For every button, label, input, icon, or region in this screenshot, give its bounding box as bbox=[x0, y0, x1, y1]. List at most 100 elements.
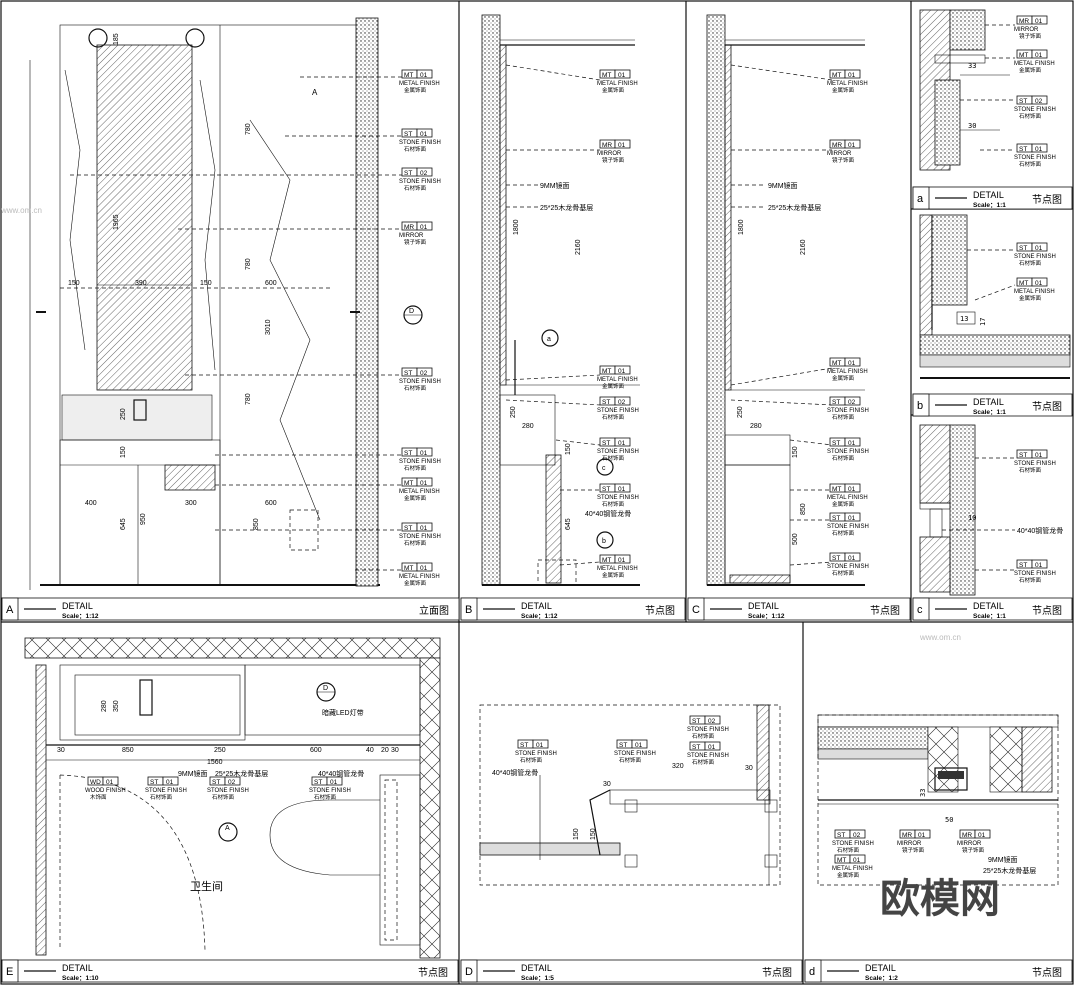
tag-en: STONE FINISH bbox=[1014, 107, 1056, 113]
tag-cn: 石材饰面 bbox=[404, 184, 427, 192]
tag-num: 01 bbox=[420, 450, 428, 457]
tag-num: 01 bbox=[1035, 245, 1043, 252]
tag-num: 01 bbox=[848, 440, 856, 447]
dim-B-150: 150 bbox=[565, 443, 572, 455]
tag-cn: 石材饰面 bbox=[619, 756, 642, 764]
watermark-brand: 欧模网 bbox=[880, 877, 1000, 921]
dim-A-600a: 600 bbox=[265, 280, 277, 287]
tag-num: 01 bbox=[848, 72, 856, 79]
tag-code: ST bbox=[404, 170, 412, 177]
title-id: C bbox=[692, 604, 700, 616]
title-scale: Scale：1:12 bbox=[62, 613, 99, 620]
room-label: 卫生间 bbox=[190, 879, 223, 893]
tag-en: METAL FINISH bbox=[399, 574, 440, 580]
tag-num: 01 bbox=[1035, 18, 1043, 25]
tag-num: 01 bbox=[635, 742, 643, 749]
svg-text:D: D bbox=[409, 308, 414, 315]
tag-num: 01 bbox=[853, 857, 861, 864]
dim-A-150b: 150 bbox=[200, 280, 212, 287]
tag-code: ST bbox=[1019, 562, 1027, 569]
tag-en: MIRROR bbox=[957, 841, 982, 847]
dim-E-350: 350 bbox=[113, 700, 120, 712]
title-name: 节点图 bbox=[1032, 605, 1062, 617]
tag-num: 01 bbox=[330, 779, 338, 786]
tag-en: STONE FINISH bbox=[515, 751, 557, 757]
tag-code: ST bbox=[212, 779, 220, 786]
tag-code: ST bbox=[619, 742, 627, 749]
dim-A-150a: 150 bbox=[68, 280, 80, 287]
dim-A-390: 390 bbox=[135, 280, 147, 287]
tag-code: WD bbox=[90, 779, 101, 786]
tag-cn: 木饰面 bbox=[90, 793, 107, 801]
dim-A-300: 300 bbox=[185, 500, 197, 507]
tag-en: MIRROR bbox=[897, 841, 922, 847]
callout-c-B: c bbox=[602, 465, 606, 472]
dim-E-600: 600 bbox=[310, 747, 322, 754]
dim-C-280: 280 bbox=[750, 423, 762, 430]
note-D-pipe40: 40*40钢管龙骨 bbox=[492, 768, 538, 777]
dim-B-645: 645 bbox=[565, 518, 572, 530]
note-C-pipe25: 25*25木龙骨基层 bbox=[768, 203, 821, 212]
tag-en: MIRROR bbox=[827, 151, 852, 157]
dim-E-30: 30 bbox=[57, 747, 65, 754]
tag-code: MT bbox=[832, 486, 841, 493]
tag-num: 01 bbox=[918, 832, 926, 839]
dim-A-600b: 600 bbox=[265, 500, 277, 507]
tag-en: MIRROR bbox=[399, 233, 424, 239]
dim-B-250: 250 bbox=[510, 406, 517, 418]
tag-en: STONE FINISH bbox=[832, 841, 874, 847]
title-detail: DETAIL bbox=[62, 601, 93, 611]
dim-C-1800: 1800 bbox=[738, 219, 745, 235]
tag-cn: 金属饰面 bbox=[602, 382, 625, 390]
title-detail: DETAIL bbox=[973, 601, 1004, 611]
panel-C-section: 1800 2160 280 250 150 850 500 9MM镜面 25*2… bbox=[706, 14, 865, 586]
tag-en: STONE FINISH bbox=[597, 495, 639, 501]
dim-b-17: 17 bbox=[979, 318, 987, 326]
tag-num: 01 bbox=[420, 565, 428, 572]
tag-en: WOOD FINISH bbox=[85, 788, 126, 794]
tag-code: ST bbox=[832, 515, 840, 522]
title-scale: Scale：1:5 bbox=[521, 975, 554, 982]
tag-en: METAL FINISH bbox=[827, 369, 868, 375]
tag-en: STONE FINISH bbox=[687, 753, 729, 759]
title-id: b bbox=[917, 400, 923, 412]
title-name: 节点图 bbox=[418, 967, 448, 979]
tag-en: METAL FINISH bbox=[597, 377, 638, 383]
tag-num: 02 bbox=[228, 779, 236, 786]
title-scale: Scale：1:1 bbox=[973, 409, 1006, 416]
dim-E-40: 40 bbox=[366, 747, 374, 754]
tag-en: STONE FINISH bbox=[614, 751, 656, 757]
dim-A-total: 3010 bbox=[265, 319, 272, 335]
tag-code: MR bbox=[832, 142, 842, 149]
dim-A-top: 185 bbox=[113, 33, 120, 45]
tag-cn: 石材饰面 bbox=[1019, 112, 1042, 120]
watermark-site: www.om.cn bbox=[0, 206, 42, 215]
tag-cn: 镜子饰面 bbox=[602, 156, 625, 164]
tag-code: MT bbox=[602, 72, 611, 79]
tag-en: STONE FINISH bbox=[399, 379, 441, 385]
tag-num: 01 bbox=[106, 779, 114, 786]
tag-code: MT bbox=[832, 72, 841, 79]
watermarks: www.om.cn www.om.cn 欧模网 bbox=[0, 206, 1000, 921]
title-scale: Scale：1:1 bbox=[973, 202, 1006, 209]
tag-cn: 石材饰面 bbox=[1019, 259, 1042, 267]
tag-en: STONE FINISH bbox=[827, 524, 869, 530]
dim-A-250: 250 bbox=[120, 408, 127, 420]
tag-num: 02 bbox=[853, 832, 861, 839]
note-B-pipe25: 25*25木龙骨基层 bbox=[540, 203, 593, 212]
tag-cn: 石材饰面 bbox=[692, 758, 715, 766]
dim-C-150: 150 bbox=[792, 446, 799, 458]
title-name: 节点图 bbox=[1032, 194, 1062, 206]
tag-en: STONE FINISH bbox=[827, 449, 869, 455]
title-detail: DETAIL bbox=[973, 190, 1004, 200]
